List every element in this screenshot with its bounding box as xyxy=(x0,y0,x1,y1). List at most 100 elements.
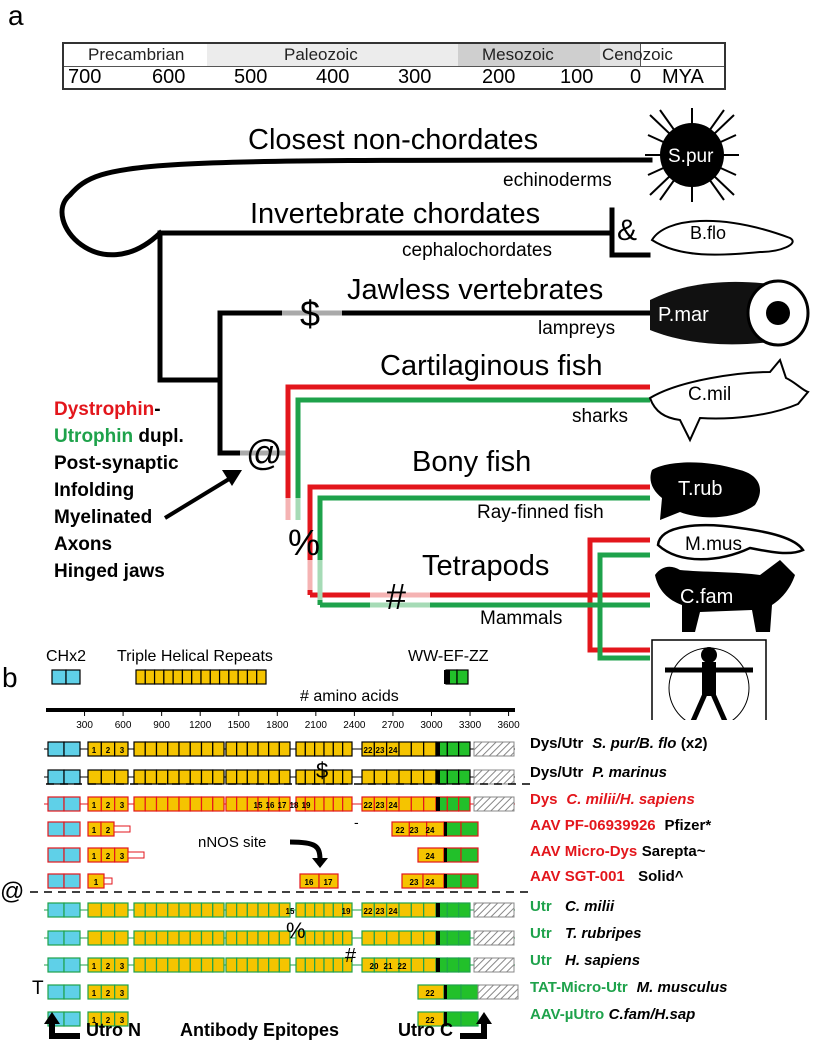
thr-repeat xyxy=(332,769,344,785)
era-label: Cenozoic xyxy=(602,45,673,64)
thr-domain xyxy=(237,669,249,685)
axis-tick-label: 2400 xyxy=(343,720,366,731)
repeat-number: 23 xyxy=(410,826,419,835)
ww-black-band xyxy=(436,742,440,756)
thr-repeat xyxy=(225,796,238,812)
annotation-line: Myelinated xyxy=(54,507,153,528)
thr-repeat xyxy=(200,769,214,785)
thr-repeat xyxy=(225,741,238,757)
repeat-number: 21 xyxy=(384,962,393,971)
thr-repeat xyxy=(133,796,146,812)
ww-domain xyxy=(460,984,479,1000)
repeat-number: 2 xyxy=(106,962,111,971)
ww-black-band xyxy=(436,958,440,972)
phylogenetic-tree xyxy=(59,157,653,661)
thr-repeat xyxy=(114,957,129,973)
ch-domain xyxy=(47,957,65,973)
thr-repeat xyxy=(304,769,316,785)
axis-tick-label: 2100 xyxy=(305,720,328,731)
thr-repeat xyxy=(87,769,102,785)
thr-repeat xyxy=(323,957,334,973)
repeat-number: 22 xyxy=(364,801,373,810)
thr-repeat xyxy=(342,796,353,812)
thr-repeat xyxy=(268,741,280,757)
thr-repeat xyxy=(423,796,437,812)
ch-domain xyxy=(47,821,65,837)
repeat-number: 1 xyxy=(92,989,97,998)
thr-repeat xyxy=(410,796,425,812)
utr-tetra xyxy=(320,552,650,608)
repeat-number: 1 xyxy=(92,852,97,861)
ch-domain xyxy=(47,930,65,946)
clade-name: Bony fish xyxy=(412,446,532,478)
ww-domain xyxy=(460,821,479,837)
thr-repeat xyxy=(423,741,437,757)
root-branch xyxy=(59,157,653,258)
repeat-number: 17 xyxy=(278,801,287,810)
ch-domain xyxy=(63,821,81,837)
thr-repeat xyxy=(200,741,214,757)
ww-domain xyxy=(458,902,471,918)
thr-repeat xyxy=(295,957,306,973)
thr-repeat xyxy=(225,957,238,973)
thr-repeat xyxy=(178,957,191,973)
thr-repeat xyxy=(144,930,158,946)
era-cenozoic xyxy=(600,44,641,66)
domain-title: WW-EF-ZZ xyxy=(408,648,489,665)
thr-repeat xyxy=(386,930,400,946)
thr-repeat xyxy=(200,796,214,812)
thr-repeat xyxy=(318,873,339,889)
ww-domain xyxy=(460,873,479,889)
thr-repeat xyxy=(278,957,291,973)
annotation-line: Axons xyxy=(54,534,113,555)
thr-repeat xyxy=(236,796,248,812)
panel-b-letter: b xyxy=(2,662,18,693)
tick-label: 100 xyxy=(560,66,594,88)
c-term-hatch xyxy=(473,741,515,757)
tick-label: 400 xyxy=(316,66,350,88)
species-label: B.flo xyxy=(690,223,727,243)
thr-repeat xyxy=(398,902,412,918)
thr-repeat xyxy=(133,930,146,946)
thr-repeat xyxy=(200,902,214,918)
era-label: Mesozoic xyxy=(482,45,554,64)
thr-repeat xyxy=(295,741,306,757)
lancelet-icon xyxy=(650,219,794,256)
ww-domain xyxy=(458,930,471,946)
mouse-icon xyxy=(656,524,805,561)
repeat-number: 1 xyxy=(92,962,97,971)
ww-black-band xyxy=(444,670,450,684)
thr-repeat xyxy=(178,930,191,946)
tick-label: 0 xyxy=(630,66,642,88)
axis-tick-label: 1200 xyxy=(189,720,212,731)
thr-repeat xyxy=(332,930,344,946)
thr-repeat xyxy=(155,796,169,812)
repeat-number: 20 xyxy=(370,962,379,971)
thr-repeat xyxy=(133,741,146,757)
ch-domain xyxy=(51,669,67,685)
ww-domain xyxy=(460,1011,479,1027)
thr-repeat xyxy=(342,930,353,946)
thr-repeat xyxy=(236,957,248,973)
dys-tetra2 xyxy=(587,595,650,653)
thr-repeat xyxy=(114,769,129,785)
dystrophin-label: Dystrophin xyxy=(54,399,155,420)
repeat-number: 15 xyxy=(286,907,295,916)
thr-repeat xyxy=(178,902,191,918)
thr-repeat xyxy=(314,741,325,757)
thr-repeat xyxy=(189,769,203,785)
clade-subtitle: echinoderms xyxy=(503,170,612,191)
thr-domain xyxy=(246,669,258,685)
repeat-number: 1 xyxy=(92,826,97,835)
thr-repeat xyxy=(257,930,270,946)
repeat-number: 3 xyxy=(120,746,125,755)
ch-domain xyxy=(63,769,81,785)
thr-repeat xyxy=(423,769,437,785)
clade-subtitle: Ray-finned fish xyxy=(477,502,604,523)
ch-domain xyxy=(63,741,81,757)
repeat-number: 2 xyxy=(106,826,111,835)
thr-repeat xyxy=(212,957,225,973)
clade-name: Cartilaginous fish xyxy=(380,350,603,382)
thr-repeat xyxy=(278,741,291,757)
row-label: Dys C. milii/H. sapiens xyxy=(530,791,695,808)
